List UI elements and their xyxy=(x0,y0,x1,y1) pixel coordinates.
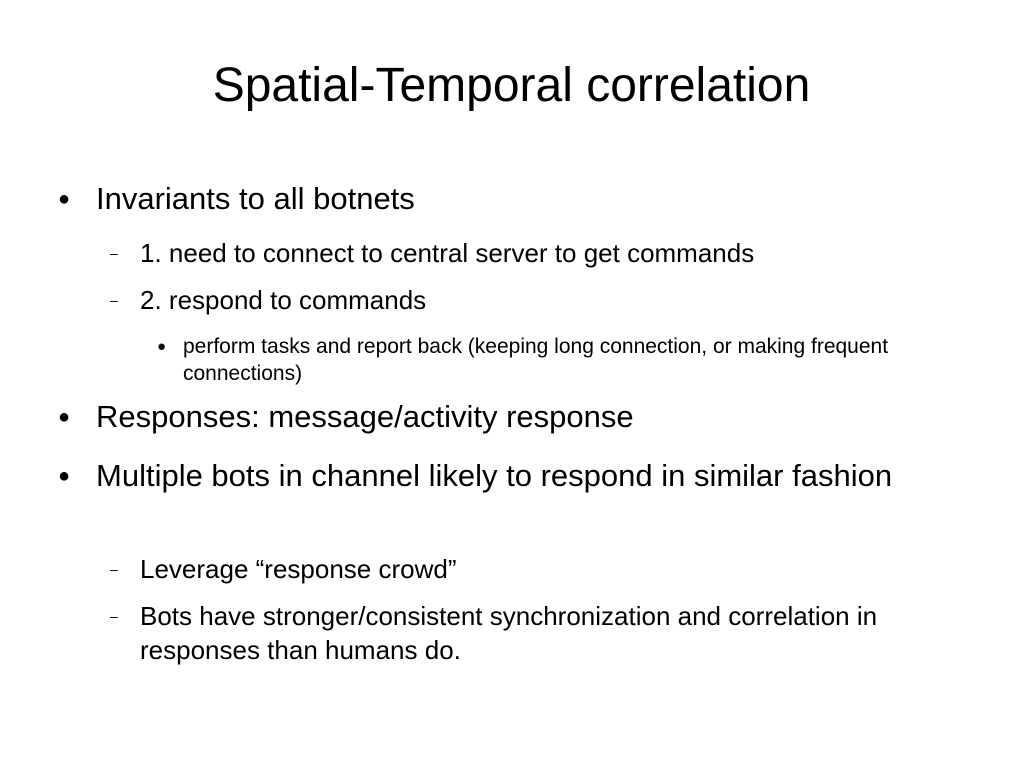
sub-bullet-text: 2. respond to commands xyxy=(140,285,427,315)
dash-icon: – xyxy=(110,292,118,308)
bullet-dot-icon: ● xyxy=(58,465,71,487)
dash-icon: – xyxy=(110,608,118,624)
bullet-text: Responses: message/activity response xyxy=(96,399,634,434)
bullet-dot-icon: ● xyxy=(58,188,71,210)
bullet-multiple-bots: ● Multiple bots in channel likely to res… xyxy=(58,457,976,495)
sub-bullet-text: Leverage “response crowd” xyxy=(140,554,457,584)
dash-icon: – xyxy=(110,561,118,577)
bullet-responses: ● Responses: message/activity response xyxy=(58,398,976,436)
sub-sub-bullet-text: perform tasks and report back (keeping l… xyxy=(183,335,889,385)
sub-bullet-response-crowd: – Leverage “response crowd” xyxy=(110,552,960,586)
bullet-text: Invariants to all botnets xyxy=(96,181,415,216)
bullet-dot-icon: ● xyxy=(157,338,167,355)
sub-bullet-connect-server: – 1. need to connect to central server t… xyxy=(110,236,960,270)
sub-bullet-text: Bots have stronger/consistent synchroniz… xyxy=(140,601,878,665)
sub-bullet-bots-synchronization: – Bots have stronger/consistent synchron… xyxy=(110,599,960,667)
sub-sub-bullet-perform-tasks: ● perform tasks and report back (keeping… xyxy=(157,333,973,387)
sub-bullet-respond-commands: – 2. respond to commands xyxy=(110,283,960,317)
bullet-text: Multiple bots in channel likely to respo… xyxy=(96,458,893,493)
bullet-invariants: ● Invariants to all botnets xyxy=(58,180,976,218)
dash-icon: – xyxy=(110,245,118,261)
slide-title: Spatial-Temporal correlation xyxy=(212,59,811,112)
bullet-dot-icon: ● xyxy=(58,406,71,428)
sub-bullet-text: 1. need to connect to central server to … xyxy=(140,238,755,268)
